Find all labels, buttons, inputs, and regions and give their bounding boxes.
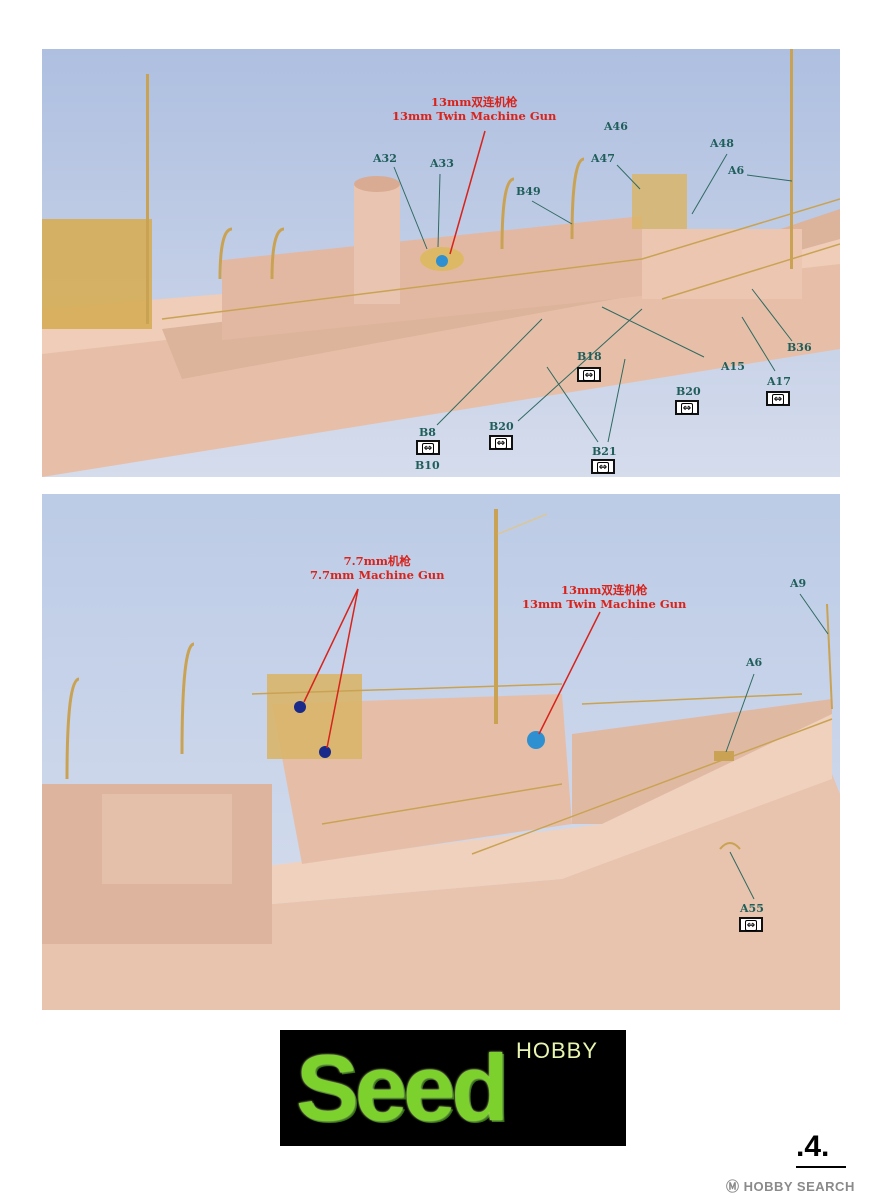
label-b49: B49	[516, 185, 541, 198]
arrow-box-b20-left: ⇔	[489, 435, 513, 450]
twin-mg-callout-2: 13mm双连机枪 13mm Twin Machine Gun	[522, 583, 686, 611]
arrow-box-b18: ⇔	[577, 367, 601, 382]
ship-photo-bottom: 7.7mm机枪 7.7mm Machine Gun 13mm双连机枪 13mm …	[42, 494, 840, 1010]
mg-77-callout: 7.7mm机枪 7.7mm Machine Gun	[310, 554, 445, 582]
twin-mg-callout: 13mm双连机枪 13mm Twin Machine Gun	[392, 95, 556, 123]
arrow-box-b20-right: ⇔	[675, 400, 699, 415]
twin-mg-callout-2-cn: 13mm双连机枪	[561, 583, 648, 597]
logo-hobby-text: HOBBY	[515, 1038, 598, 1063]
label-a6-bottom: A6	[746, 656, 763, 669]
twin-mg-callout-en: 13mm Twin Machine Gun	[392, 109, 557, 123]
arrow-box-b21: ⇔	[591, 459, 615, 474]
ship-photo-top-illustration	[42, 49, 840, 477]
label-a48: A48	[710, 137, 734, 150]
page-number: .4.	[796, 1130, 830, 1163]
label-a55: A55	[740, 902, 764, 915]
twin-mg-callout-cn: 13mm双连机枪	[431, 95, 518, 109]
label-b20-right: B20	[676, 385, 701, 398]
label-b8: B8	[419, 426, 436, 439]
label-b10: B10	[415, 459, 440, 472]
hobby-search-watermark: Ⓜ HOBBY SEARCH	[726, 1179, 855, 1194]
ship-photo-top: 13mm双连机枪 13mm Twin Machine Gun A32 A33 A…	[42, 49, 840, 477]
label-a32: A32	[373, 152, 397, 165]
label-b20-left: B20	[489, 420, 514, 433]
label-a15: A15	[721, 360, 745, 373]
label-b18: B18	[577, 350, 602, 363]
mg-77-callout-en: 7.7mm Machine Gun	[310, 568, 445, 582]
label-a46: A46	[604, 120, 628, 133]
ship-photo-bottom-illustration	[42, 494, 840, 1010]
label-a6: A6	[728, 164, 745, 177]
hobby-seed-logo: HOBBY Seed	[280, 1030, 626, 1146]
label-a17: A17	[767, 375, 791, 388]
arrow-box-a55: ⇔	[739, 917, 763, 932]
label-a47: A47	[591, 152, 615, 165]
label-b21: B21	[592, 445, 617, 458]
arrow-box-a17: ⇔	[766, 391, 790, 406]
twin-mg-callout-2-en: 13mm Twin Machine Gun	[522, 597, 687, 611]
page-number-underline	[796, 1166, 846, 1168]
logo-seed-text: Seed	[296, 1035, 509, 1140]
label-a9: A9	[790, 577, 807, 590]
mg-77-callout-cn: 7.7mm机枪	[343, 554, 411, 568]
label-b36: B36	[787, 341, 812, 354]
label-a33: A33	[430, 157, 454, 170]
arrow-box-b8: ⇔	[416, 440, 440, 455]
